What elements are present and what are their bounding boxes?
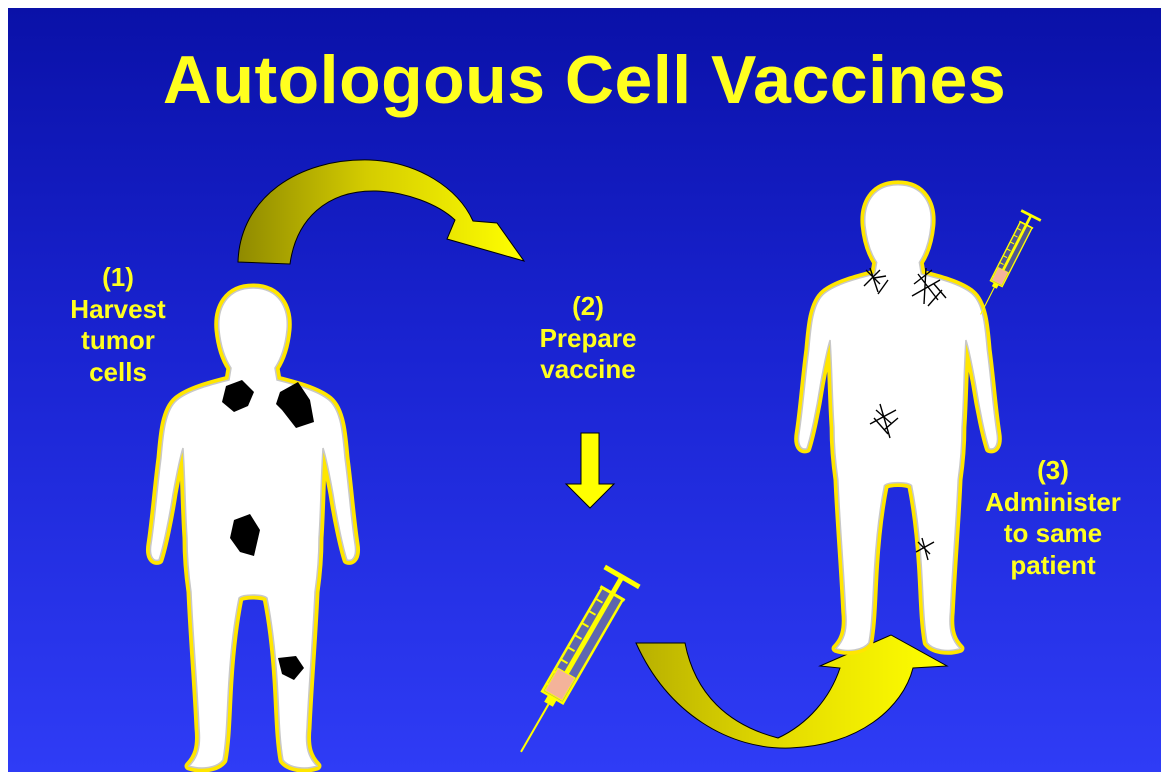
curved-arrow-bottom <box>636 635 947 748</box>
slide-title: Autologous Cell Vaccines <box>8 46 1161 114</box>
step-3-line-1: Administer <box>958 487 1148 519</box>
step-2-label: (2) Prepare vaccine <box>513 291 663 386</box>
step-3-number: (3) <box>958 455 1148 487</box>
step-3-line-2: to same <box>958 518 1148 550</box>
step-1-number: (1) <box>48 262 188 294</box>
curved-arrow-top <box>238 160 524 264</box>
step-2-number: (2) <box>513 291 663 323</box>
diagram-art <box>8 8 1161 772</box>
step-3-label: (3) Administer to same patient <box>958 455 1148 582</box>
slide: Autologous Cell Vaccines (1) Harvest tum… <box>8 8 1161 772</box>
step-2-line-1: Prepare <box>513 323 663 355</box>
step-1-label: (1) Harvest tumor cells <box>48 262 188 389</box>
syringe-icon <box>504 567 640 762</box>
step-3-line-3: patient <box>958 550 1148 582</box>
step-1-line-3: cells <box>48 357 188 389</box>
step-1-line-2: tumor <box>48 325 188 357</box>
step-2-line-2: vaccine <box>513 354 663 386</box>
step-1-line-1: Harvest <box>48 294 188 326</box>
down-arrow <box>566 433 614 508</box>
